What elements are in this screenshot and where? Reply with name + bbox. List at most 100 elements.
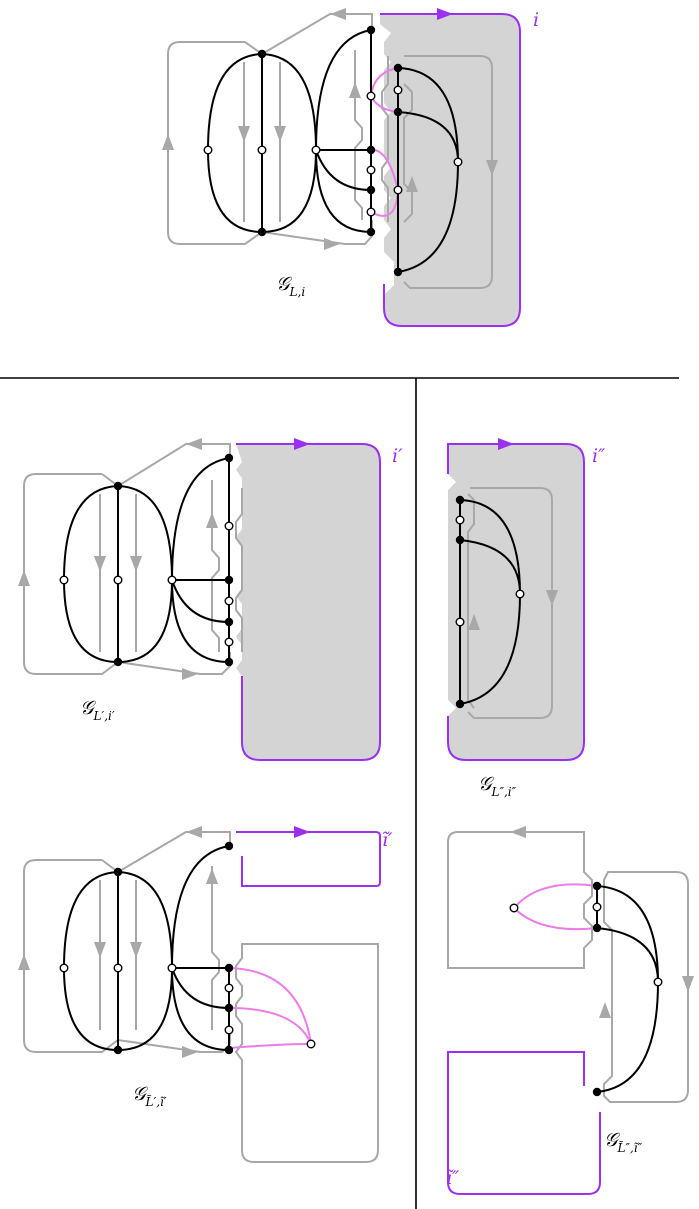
boundary-upper-left bbox=[447, 831, 593, 969]
arrow-right bbox=[324, 238, 340, 250]
white-vertex bbox=[455, 515, 465, 525]
arrow-down bbox=[546, 590, 558, 606]
white-vertex bbox=[59, 575, 69, 585]
arrow-down bbox=[682, 976, 694, 992]
panel-top: 𝒢L,i i bbox=[162, 8, 539, 327]
arrow-left bbox=[186, 438, 202, 450]
boundary-outer bbox=[23, 831, 231, 1053]
arrow-left bbox=[186, 826, 202, 838]
black-vertex bbox=[455, 535, 465, 545]
panel-bottom-right: 𝒢L̃″,ĩ″ ĩ″ bbox=[446, 826, 694, 1195]
shaded-region bbox=[236, 444, 380, 760]
white-vertex bbox=[224, 1025, 234, 1035]
pink-edge bbox=[228, 967, 312, 1045]
white-vertex bbox=[224, 983, 234, 993]
cut-path bbox=[236, 443, 381, 761]
cut-arrow bbox=[294, 826, 310, 838]
black-vertex bbox=[113, 867, 123, 877]
black-vertex bbox=[113, 481, 123, 491]
panel-bottom-left: 𝒢L̃′,ĩ′ ĩ′ bbox=[18, 826, 393, 1163]
wire bbox=[170, 457, 230, 663]
ellipse-edges bbox=[206, 52, 318, 234]
black-vertex bbox=[257, 49, 267, 59]
white-vertex bbox=[453, 157, 463, 167]
black-vertex bbox=[366, 227, 376, 237]
black-vertex bbox=[366, 145, 376, 155]
cut-path bbox=[447, 443, 585, 761]
white-vertex bbox=[113, 963, 123, 973]
arrow-left bbox=[510, 826, 526, 838]
black-vertex bbox=[592, 1087, 602, 1097]
white-vertex bbox=[592, 902, 602, 912]
black-vertex bbox=[224, 1003, 234, 1013]
side-label: i″ bbox=[592, 445, 605, 467]
white-vertex bbox=[203, 145, 213, 155]
black-vertex bbox=[224, 841, 234, 851]
white-vertex bbox=[167, 575, 177, 585]
pink-edge bbox=[228, 1007, 312, 1045]
black-vertex bbox=[224, 575, 234, 585]
arrow-down bbox=[130, 942, 142, 958]
panel-middle-left: 𝒢L′,i′ i′ bbox=[18, 438, 403, 761]
black-vertex bbox=[366, 185, 376, 195]
cut-arrow bbox=[498, 438, 514, 450]
boundary-inner-right bbox=[211, 480, 243, 652]
white-vertex bbox=[224, 521, 234, 531]
black-vertex bbox=[224, 453, 234, 463]
side-label: ĩ′ bbox=[382, 829, 393, 851]
arrow-right bbox=[182, 1046, 198, 1058]
white-vertex bbox=[515, 589, 525, 599]
side-label: i′ bbox=[392, 445, 403, 467]
white-vertex bbox=[509, 903, 519, 913]
boundary-inner-right bbox=[354, 50, 389, 222]
black-vertex bbox=[393, 63, 403, 73]
cut-path bbox=[380, 13, 521, 327]
wire bbox=[596, 885, 660, 1093]
pink-edge bbox=[513, 883, 598, 909]
white-vertex bbox=[224, 637, 234, 647]
white-vertex bbox=[653, 977, 663, 987]
arrow-down bbox=[486, 160, 498, 176]
cut-arrow bbox=[437, 8, 453, 20]
arrow-left bbox=[330, 8, 346, 20]
black-vertex bbox=[366, 25, 376, 35]
pink-edge bbox=[228, 1043, 312, 1049]
arrow-up bbox=[162, 134, 174, 150]
side-label: ĩ″ bbox=[446, 1167, 459, 1189]
boundary-right-loop bbox=[403, 55, 493, 289]
arrow-down bbox=[238, 126, 250, 142]
white-vertex bbox=[167, 963, 177, 973]
arrow-down bbox=[274, 126, 286, 142]
arrow-up bbox=[206, 512, 218, 528]
graph-label: 𝒢L,i bbox=[276, 273, 305, 299]
arrow-up bbox=[406, 176, 418, 192]
white-vertex bbox=[455, 617, 465, 627]
black-vertex bbox=[592, 923, 602, 933]
white-vertex bbox=[366, 207, 376, 217]
black-vertex bbox=[224, 963, 234, 973]
black-vertex bbox=[113, 657, 123, 667]
black-vertex bbox=[592, 881, 602, 891]
cut-path bbox=[447, 1051, 601, 1195]
cut-path bbox=[236, 831, 381, 887]
shaded-region bbox=[448, 444, 584, 760]
arrow-up bbox=[18, 954, 30, 970]
black-vertex bbox=[455, 699, 465, 709]
white-vertex bbox=[59, 963, 69, 973]
arrow-up bbox=[349, 82, 361, 98]
wire bbox=[170, 845, 230, 1051]
arrow-up bbox=[468, 614, 480, 630]
black-vertex bbox=[257, 227, 267, 237]
white-vertex bbox=[393, 185, 403, 195]
arrow-down bbox=[130, 556, 142, 572]
ellipse-edges bbox=[62, 870, 174, 1052]
white-vertex bbox=[113, 575, 123, 585]
white-vertex bbox=[366, 165, 376, 175]
pink-edge bbox=[513, 907, 598, 931]
white-vertex bbox=[224, 596, 234, 606]
arrow-up bbox=[599, 1002, 611, 1018]
arrow-up bbox=[206, 868, 218, 884]
white-vertex bbox=[366, 91, 376, 101]
boundary-inner-left bbox=[99, 494, 137, 652]
